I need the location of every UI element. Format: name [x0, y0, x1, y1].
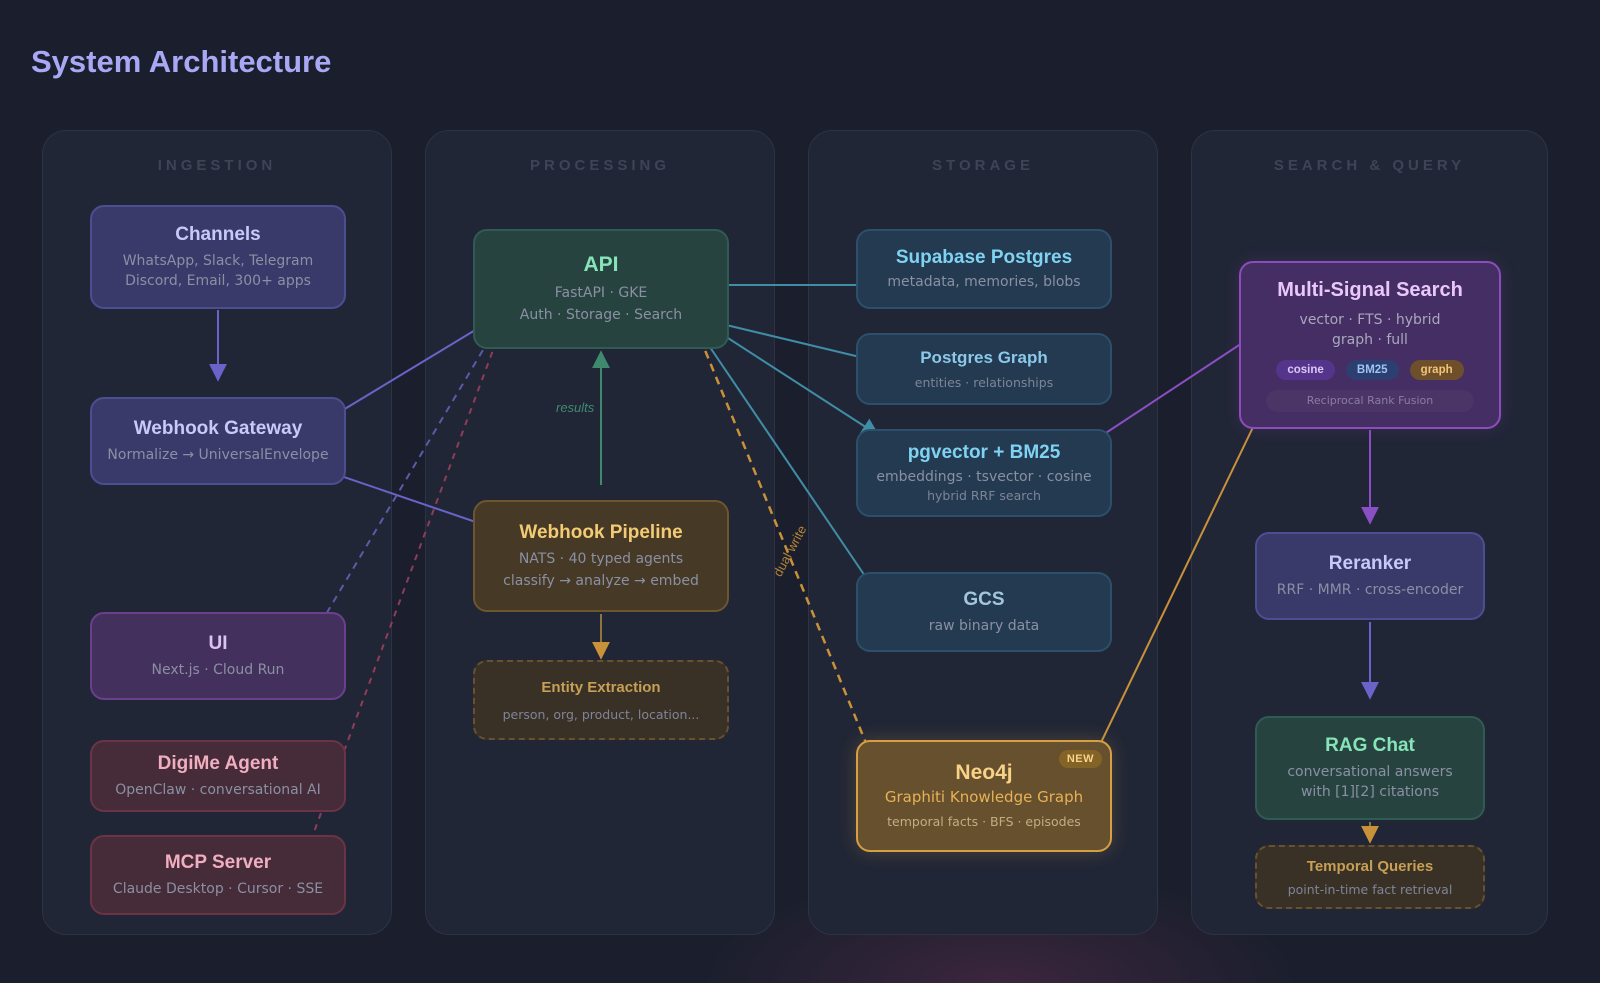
node-title: Supabase Postgres — [895, 247, 1073, 268]
node-title: MCP Server — [164, 852, 272, 873]
node-subtitle: point-in-time fact retrieval — [1287, 882, 1453, 897]
node-pgvector-bm25[interactable]: pgvector + BM25 embeddings · tsvector · … — [856, 429, 1112, 517]
node-subtitle: person, org, product, location... — [502, 707, 700, 722]
node-title: Postgres Graph — [920, 348, 1048, 367]
chip-cosine: cosine — [1276, 360, 1335, 380]
node-rag-chat[interactable]: RAG Chat conversational answers with [1]… — [1255, 716, 1485, 820]
node-subtitle: conversational answers — [1287, 764, 1453, 780]
node-subtitle: Normalize → UniversalEnvelope — [107, 447, 329, 463]
node-entity-extraction[interactable]: Entity Extraction person, org, product, … — [473, 660, 729, 740]
node-gcs[interactable]: GCS raw binary data — [856, 572, 1112, 652]
node-subtitle: classify → analyze → embed — [503, 573, 699, 589]
edge-api-neo4j — [698, 337, 887, 790]
rrf-footer: Reciprocal Rank Fusion — [1266, 390, 1474, 412]
node-subtitle: hybrid RRF search — [927, 488, 1041, 503]
edge-neo4j-search — [1079, 390, 1272, 787]
node-subtitle: NATS · 40 typed agents — [518, 551, 684, 567]
node-subtitle: entities · relationships — [914, 375, 1054, 390]
node-title: Multi-Signal Search — [1277, 279, 1463, 301]
edge-pgvector-search — [1079, 325, 1270, 451]
node-subtitle: OpenClaw · conversational AI — [115, 782, 321, 798]
node-api[interactable]: API FastAPI · GKE Auth · Storage · Searc… — [473, 229, 729, 349]
node-title: Temporal Queries — [1306, 858, 1434, 875]
node-subtitle: vector · FTS · hybrid — [1299, 312, 1441, 328]
node-subtitle: graph · full — [1332, 332, 1408, 348]
node-title: RAG Chat — [1325, 735, 1415, 756]
node-subtitle: with [1][2] citations — [1300, 784, 1440, 800]
node-subtitle: temporal facts · BFS · episodes — [887, 814, 1081, 829]
node-title: Webhook Gateway — [133, 418, 303, 439]
column-label: INGESTION — [157, 157, 277, 174]
column-label: STORAGE — [932, 157, 1034, 174]
node-webhook-gateway[interactable]: Webhook Gateway Normalize → UniversalEnv… — [90, 397, 346, 485]
node-subtitle: RRF · MMR · cross-encoder — [1276, 582, 1464, 598]
node-multi-signal-search[interactable]: Multi-Signal Search vector · FTS · hybri… — [1239, 261, 1501, 429]
node-subtitle: Auth · Storage · Search — [519, 307, 683, 323]
node-subtitle: embeddings · tsvector · cosine — [876, 469, 1092, 485]
node-title: GCS — [963, 589, 1005, 610]
node-title: DigiMe Agent — [157, 753, 279, 774]
node-title: API — [583, 253, 619, 276]
node-subtitle: raw binary data — [928, 618, 1040, 634]
node-title: Entity Extraction — [541, 679, 661, 696]
node-subtitle: WhatsApp, Slack, Telegram — [122, 253, 314, 269]
column-label: SEARCH & QUERY — [1273, 157, 1466, 174]
node-digime-agent[interactable]: DigiMe Agent OpenClaw · conversational A… — [90, 740, 346, 812]
new-badge: NEW — [1058, 750, 1102, 768]
node-title: Channels — [175, 224, 261, 245]
chip-graph: graph — [1409, 360, 1464, 380]
node-ui[interactable]: UI Next.js · Cloud Run — [90, 612, 346, 700]
page-title: System Architecture — [31, 44, 332, 79]
edge-ui-api — [299, 316, 503, 659]
node-reranker[interactable]: Reranker RRF · MMR · cross-encoder — [1255, 532, 1485, 620]
node-postgres-graph[interactable]: Postgres Graph entities · relationships — [856, 333, 1112, 405]
node-subtitle: FastAPI · GKE — [554, 285, 648, 301]
node-subtitle: Next.js · Cloud Run — [151, 662, 285, 678]
node-supabase-postgres[interactable]: Supabase Postgres metadata, memories, bl… — [856, 229, 1112, 309]
node-subtitle: Discord, Email, 300+ apps — [125, 273, 311, 289]
edge-label-results: results — [556, 400, 595, 415]
node-channels[interactable]: Channels WhatsApp, Slack, Telegram Disco… — [90, 205, 346, 309]
node-subtitle: Claude Desktop · Cursor · SSE — [112, 881, 324, 897]
node-temporal-queries[interactable]: Temporal Queries point-in-time fact retr… — [1255, 845, 1485, 909]
node-neo4j[interactable]: NEW Neo4j Graphiti Knowledge Graph tempo… — [856, 740, 1112, 852]
node-mcp-server[interactable]: MCP Server Claude Desktop · Cursor · SSE — [90, 835, 346, 915]
node-title: Reranker — [1328, 553, 1412, 574]
node-subtitle: metadata, memories, blobs — [887, 274, 1081, 290]
node-title: Webhook Pipeline — [519, 522, 683, 543]
chip-bm25: BM25 — [1345, 360, 1399, 380]
edge-api-gcs — [696, 327, 890, 612]
node-subtitle: Graphiti Knowledge Graph — [884, 788, 1084, 806]
signal-chips: cosine BM25 graph — [1273, 358, 1466, 380]
node-title: Neo4j — [955, 761, 1013, 784]
column-label: PROCESSING — [529, 157, 671, 174]
node-webhook-pipeline[interactable]: Webhook Pipeline NATS · 40 typed agents … — [473, 500, 729, 612]
node-title: pgvector + BM25 — [907, 442, 1061, 463]
node-title: UI — [208, 633, 228, 654]
